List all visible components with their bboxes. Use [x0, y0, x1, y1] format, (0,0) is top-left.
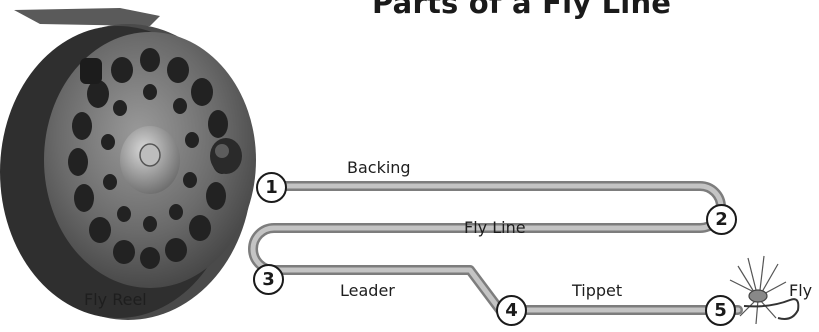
label-fly: Fly	[789, 281, 813, 300]
label-fly-line: Fly Line	[464, 218, 526, 237]
marker-1: 1	[256, 172, 287, 203]
marker-4: 4	[496, 295, 527, 326]
fly-reel-image	[0, 8, 256, 320]
diagram-title: Parts of a Fly Line	[372, 0, 672, 20]
marker-5: 5	[705, 295, 736, 326]
label-tippet: Tippet	[572, 281, 623, 300]
reel-foot	[14, 8, 160, 26]
fly-line-path	[248, 181, 743, 315]
marker-3: 3	[253, 264, 284, 295]
fly-image	[729, 255, 800, 325]
reel-spool-holes	[68, 48, 232, 269]
label-backing: Backing	[347, 158, 411, 177]
marker-2: 2	[706, 204, 737, 235]
label-leader: Leader	[340, 281, 395, 300]
label-fly-reel: Fly Reel	[84, 290, 147, 309]
